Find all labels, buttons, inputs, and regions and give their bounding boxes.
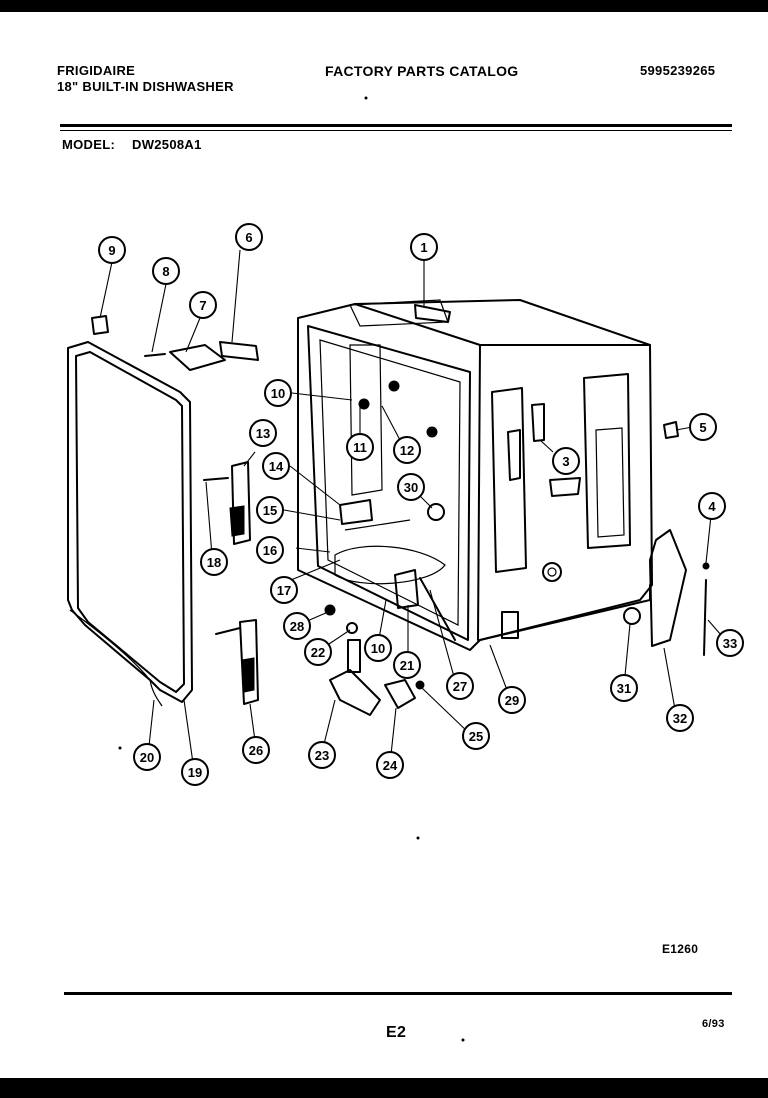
tub-assembly	[297, 299, 653, 651]
callout-3-label: 3	[562, 454, 569, 469]
callout-18-label: 18	[207, 555, 221, 570]
hinge-parts	[91, 315, 710, 716]
callout-1: 1	[410, 233, 438, 261]
revision-date: 6/93	[702, 1018, 725, 1030]
callout-24: 24	[376, 751, 404, 779]
callout-8-label: 8	[162, 264, 169, 279]
brand-name: FRIGIDAIRE	[57, 63, 136, 78]
callout-11-label: 11	[353, 440, 367, 455]
callout-24-label: 24	[383, 758, 398, 773]
callout-21: 21	[393, 651, 421, 679]
callout-26: 26	[242, 736, 270, 764]
catalog-title: FACTORY PARTS CATALOG	[325, 63, 519, 79]
callout-9: 9	[98, 236, 126, 264]
callout-23: 23	[308, 741, 336, 769]
callout-7: 7	[189, 291, 217, 319]
callout-20-label: 20	[140, 750, 154, 765]
callout-3: 3	[552, 447, 580, 475]
callout-8: 8	[152, 257, 180, 285]
callout-30-label: 30	[404, 480, 418, 495]
callout-13-label: 13	[256, 426, 270, 441]
callout-14: 14	[262, 452, 290, 480]
callout-26-label: 26	[249, 743, 263, 758]
callout-5: 5	[689, 413, 717, 441]
callout-10-lower: 10	[364, 634, 392, 662]
callout-27: 27	[446, 672, 474, 700]
callout-22: 22	[304, 638, 332, 666]
callout-27-label: 27	[453, 679, 467, 694]
callout-10-lower-label: 10	[371, 641, 385, 656]
callout-4-label: 4	[708, 499, 716, 514]
bottom-scan-border	[0, 1078, 768, 1098]
callout-33-label: 33	[723, 636, 737, 651]
callout-17-label: 17	[277, 583, 291, 598]
drawing-code: E1260	[662, 942, 699, 956]
callout-16-upper: 16	[256, 536, 284, 564]
callout-33: 33	[716, 629, 744, 657]
top-scan-border	[0, 0, 768, 12]
catalog-number: 5995239265	[640, 63, 716, 78]
callout-19-label: 19	[188, 765, 202, 780]
callout-23-label: 23	[315, 748, 329, 763]
callout-12: 12	[393, 436, 421, 464]
page-number: E2	[386, 1024, 407, 1041]
callout-25-label: 25	[469, 729, 483, 744]
callout-29: 29	[498, 686, 526, 714]
product-description: 18" BUILT-IN DISHWASHER	[57, 79, 234, 94]
callout-25: 25	[462, 722, 490, 750]
callout-20: 20	[133, 743, 161, 771]
header-rule-thin	[60, 130, 732, 131]
callout-29-label: 29	[505, 693, 519, 708]
callout-31-label: 31	[617, 681, 631, 696]
callout-28: 28	[283, 612, 311, 640]
callout-30: 30	[397, 473, 425, 501]
model-number: DW2508A1	[132, 137, 202, 152]
callout-6-label: 6	[245, 230, 252, 245]
header-rule-thick	[60, 124, 732, 127]
callout-5-label: 5	[699, 420, 706, 435]
callout-16-upper-label: 16	[263, 543, 277, 558]
door-gasket	[67, 341, 193, 707]
callout-14-label: 14	[269, 459, 284, 474]
callout-31: 31	[610, 674, 638, 702]
callout-18: 18	[200, 548, 228, 576]
callout-32-label: 32	[673, 711, 687, 726]
callout-6: 6	[235, 223, 263, 251]
callout-21-label: 21	[400, 658, 414, 673]
footer-rule	[64, 992, 732, 995]
callout-22-label: 22	[311, 645, 325, 660]
callout-13: 13	[249, 419, 277, 447]
callout-10-upper: 10	[264, 379, 292, 407]
callout-7-label: 7	[199, 298, 206, 313]
callout-4: 4	[698, 492, 726, 520]
callout-11: 11	[346, 433, 374, 461]
callout-32: 32	[666, 704, 694, 732]
callout-15-label: 15	[263, 503, 277, 518]
callout-17: 17	[270, 576, 298, 604]
model-label: MODEL:	[62, 137, 116, 152]
callout-15: 15	[256, 496, 284, 524]
callout-19: 19	[181, 758, 209, 786]
callout-9-label: 9	[108, 243, 115, 258]
callout-28-label: 28	[290, 619, 304, 634]
callout-12-label: 12	[400, 443, 414, 458]
callout-1-label: 1	[420, 240, 427, 255]
callout-10-upper-label: 10	[271, 386, 285, 401]
